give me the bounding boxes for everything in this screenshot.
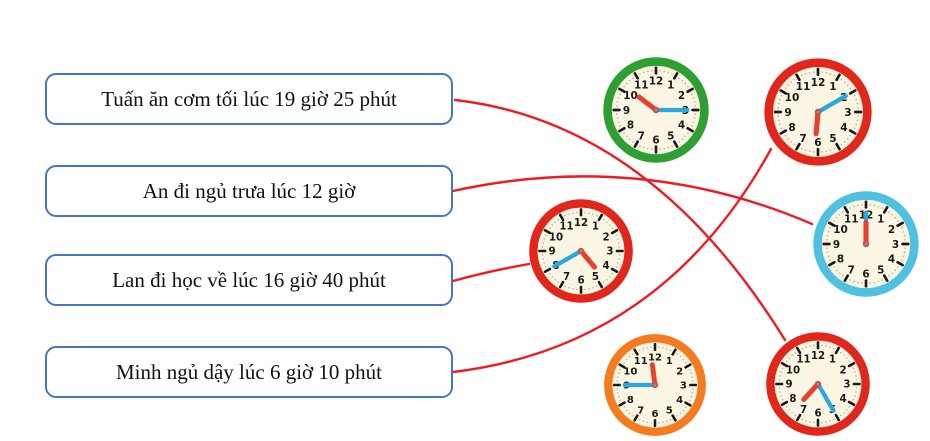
svg-text:12: 12 bbox=[649, 75, 664, 87]
svg-text:10: 10 bbox=[833, 224, 848, 236]
svg-text:2: 2 bbox=[676, 366, 683, 377]
svg-text:8: 8 bbox=[627, 395, 634, 406]
svg-text:9: 9 bbox=[548, 246, 555, 258]
svg-text:6: 6 bbox=[862, 268, 869, 280]
task-box-minh[interactable]: Minh ngủ dậy lúc 6 giờ 10 phút bbox=[45, 346, 453, 398]
svg-text:9: 9 bbox=[623, 105, 630, 117]
svg-text:3: 3 bbox=[843, 379, 850, 391]
svg-text:5: 5 bbox=[877, 264, 884, 276]
task-box-an[interactable]: An đi ngủ trưa lúc 12 giờ bbox=[45, 165, 453, 217]
svg-text:12: 12 bbox=[811, 350, 825, 362]
task-box-tuan[interactable]: Tuấn ăn cơm tối lúc 19 giờ 25 phút bbox=[45, 73, 453, 125]
svg-text:4: 4 bbox=[678, 120, 685, 132]
connection-lan-to-clock-red-middle bbox=[451, 262, 531, 283]
svg-text:1: 1 bbox=[667, 79, 674, 91]
svg-text:7: 7 bbox=[563, 271, 570, 283]
svg-text:2: 2 bbox=[602, 231, 609, 243]
task-label: Lan đi học về lúc 16 giờ 40 phút bbox=[112, 267, 386, 292]
svg-text:3: 3 bbox=[680, 381, 687, 392]
svg-text:8: 8 bbox=[837, 254, 844, 266]
svg-text:1: 1 bbox=[829, 354, 836, 366]
svg-text:10: 10 bbox=[623, 90, 638, 102]
svg-text:5: 5 bbox=[829, 132, 836, 145]
svg-text:3: 3 bbox=[892, 239, 899, 251]
svg-text:12: 12 bbox=[811, 76, 826, 89]
svg-text:4: 4 bbox=[676, 395, 683, 406]
svg-text:12: 12 bbox=[648, 352, 662, 363]
svg-text:7: 7 bbox=[799, 132, 806, 145]
svg-text:8: 8 bbox=[789, 393, 796, 405]
svg-text:11: 11 bbox=[844, 213, 859, 225]
svg-text:7: 7 bbox=[848, 264, 855, 276]
svg-text:6: 6 bbox=[652, 134, 659, 146]
svg-text:7: 7 bbox=[638, 130, 645, 142]
svg-text:11: 11 bbox=[796, 80, 811, 93]
svg-text:9: 9 bbox=[784, 106, 791, 119]
svg-text:2: 2 bbox=[678, 90, 685, 102]
svg-text:2: 2 bbox=[839, 364, 846, 376]
svg-text:6: 6 bbox=[577, 275, 584, 287]
svg-text:10: 10 bbox=[549, 231, 563, 243]
svg-text:12: 12 bbox=[574, 217, 588, 229]
svg-text:6: 6 bbox=[651, 409, 658, 420]
svg-text:11: 11 bbox=[796, 354, 810, 366]
connection-an-to-clock-cyan bbox=[451, 175, 814, 226]
svg-text:4: 4 bbox=[602, 260, 609, 272]
svg-text:5: 5 bbox=[666, 405, 673, 416]
task-label: An đi ngủ trưa lúc 12 giờ bbox=[142, 178, 356, 203]
svg-text:3: 3 bbox=[844, 106, 851, 119]
svg-text:1: 1 bbox=[666, 356, 673, 367]
task-label: Tuấn ăn cơm tối lúc 19 giờ 25 phút bbox=[101, 86, 397, 111]
svg-text:10: 10 bbox=[786, 364, 800, 376]
svg-text:7: 7 bbox=[800, 404, 807, 416]
svg-text:11: 11 bbox=[559, 221, 573, 233]
svg-text:1: 1 bbox=[877, 213, 884, 225]
svg-text:7: 7 bbox=[637, 405, 644, 416]
connection-minh-to-clock-red-top bbox=[451, 147, 773, 374]
svg-text:10: 10 bbox=[623, 366, 637, 377]
svg-text:10: 10 bbox=[785, 91, 800, 104]
task-box-lan[interactable]: Lan đi học về lúc 16 giờ 40 phút bbox=[45, 254, 453, 306]
connection-tuan-to-clock-red-bottom bbox=[453, 98, 787, 342]
svg-text:1: 1 bbox=[592, 221, 599, 233]
svg-text:1: 1 bbox=[829, 80, 836, 93]
svg-text:4: 4 bbox=[839, 393, 846, 405]
svg-text:5: 5 bbox=[592, 271, 599, 283]
svg-text:8: 8 bbox=[627, 120, 634, 132]
svg-text:11: 11 bbox=[634, 356, 648, 367]
svg-text:6: 6 bbox=[814, 136, 821, 149]
svg-text:2: 2 bbox=[888, 224, 895, 236]
svg-text:4: 4 bbox=[888, 254, 895, 266]
svg-text:8: 8 bbox=[788, 121, 795, 134]
svg-text:9: 9 bbox=[785, 379, 792, 391]
svg-text:4: 4 bbox=[840, 121, 847, 134]
svg-text:11: 11 bbox=[634, 79, 649, 91]
svg-text:6: 6 bbox=[814, 408, 821, 420]
svg-text:9: 9 bbox=[833, 239, 840, 251]
svg-text:3: 3 bbox=[606, 246, 613, 258]
task-label: Minh ngủ dậy lúc 6 giờ 10 phút bbox=[115, 359, 382, 384]
svg-text:5: 5 bbox=[667, 130, 674, 142]
